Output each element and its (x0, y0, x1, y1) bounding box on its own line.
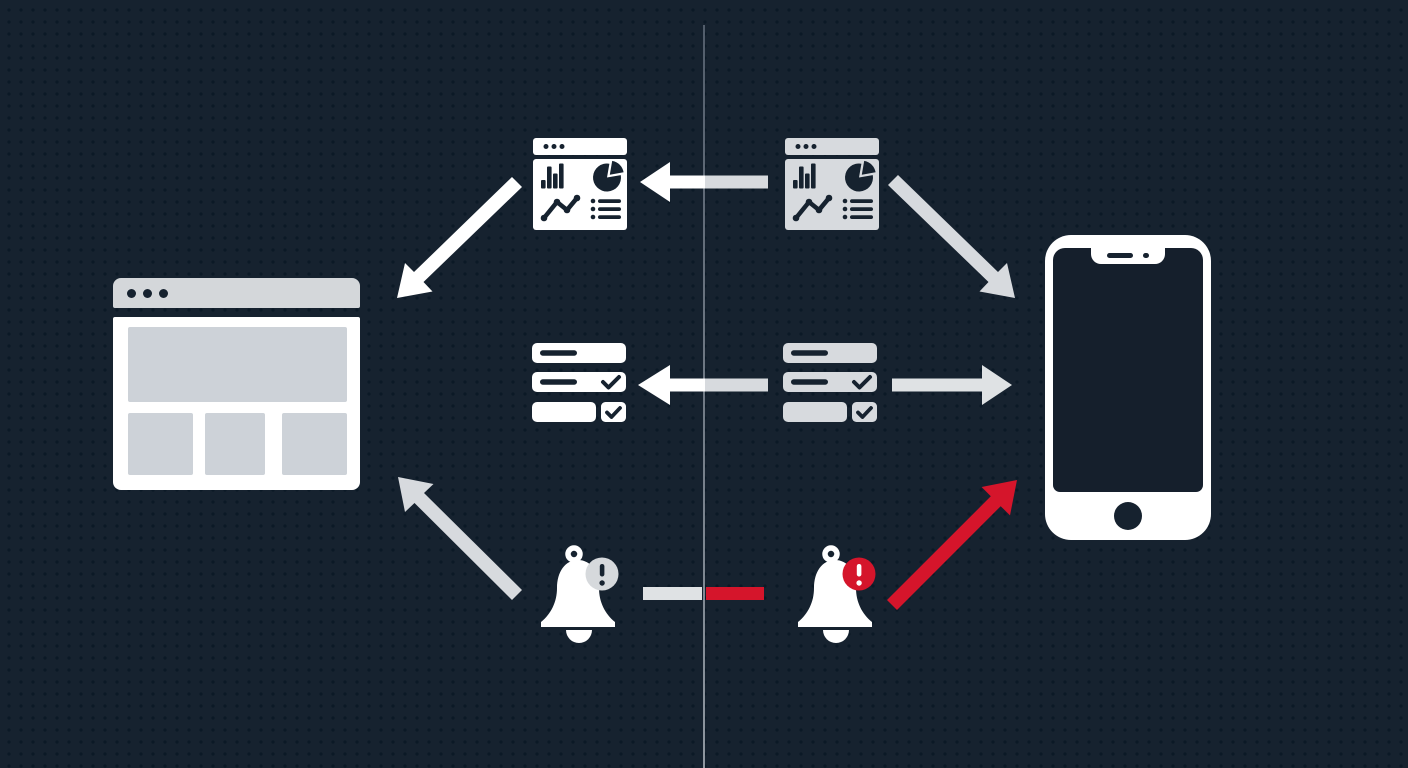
exclamation-icon (856, 564, 862, 586)
task-row (532, 372, 626, 392)
checkmark-icon (601, 375, 621, 390)
bell-clapper (823, 630, 849, 643)
task-text-line (540, 350, 577, 356)
smartphone-icon (1045, 235, 1211, 540)
bell-connector-red-segment (706, 587, 764, 600)
content-block-small (128, 413, 193, 475)
task-text-line (791, 379, 828, 385)
bar-chart-icon (541, 163, 564, 189)
analytics-dashboard-icon (785, 138, 879, 230)
line-chart-icon (792, 194, 833, 222)
window-dots-icon (795, 144, 817, 149)
checkbox (601, 402, 626, 422)
dashboard-header (785, 138, 879, 155)
home-button-icon (1114, 502, 1142, 530)
browser-titlebar (113, 278, 360, 308)
arrow-tasklists-shaft-left (666, 378, 707, 392)
arrow-bell-to-phone (887, 480, 1017, 610)
camera-icon (1143, 252, 1149, 258)
task-row (783, 372, 877, 392)
arrow-dashboards-shaft-right (705, 175, 768, 189)
arrow-tasklist-to-phone-head (982, 365, 1012, 405)
phone-notch (1091, 248, 1165, 264)
line-chart-icon (540, 194, 581, 222)
window-dot-icon (159, 288, 168, 298)
analytics-dashboard-icon (533, 138, 627, 230)
arrow-dashboards-shaft-left (666, 175, 707, 189)
window-dot-icon (143, 288, 152, 298)
notification-bell-icon (798, 545, 876, 643)
window-dots-icon (543, 144, 565, 149)
task-text-line (791, 350, 828, 356)
arrow-tasklists-head (638, 365, 670, 405)
exclamation-icon (599, 564, 605, 586)
checkmark-icon (852, 375, 872, 390)
arrow-dashboard-to-phone (888, 175, 1015, 298)
checkmark-icon (856, 406, 873, 419)
pie-chart-icon (845, 160, 876, 192)
list-icon (590, 198, 621, 220)
task-row (783, 402, 847, 422)
content-block-small (282, 413, 347, 475)
task-checklist-icon (783, 343, 877, 422)
browser-content-area (113, 317, 360, 490)
task-text-line (540, 379, 577, 385)
checkmark-icon (605, 406, 622, 419)
arrow-bell-to-browser (398, 477, 522, 600)
list-icon (842, 198, 873, 220)
center-divider-line (703, 25, 705, 768)
arrow-dashboard-to-browser (397, 177, 522, 298)
content-block-small (205, 413, 265, 475)
arrow-dashboards-head (640, 162, 670, 202)
task-row (532, 402, 596, 422)
bar-chart-icon (793, 163, 816, 189)
arrow-tasklist-to-phone-shaft (892, 378, 984, 392)
bell-clapper (566, 630, 592, 643)
pie-chart-icon (593, 160, 624, 192)
task-row (783, 343, 877, 363)
arrow-tasklists-shaft-right (705, 378, 768, 392)
browser-window-icon (113, 278, 360, 490)
task-checklist-icon (532, 343, 626, 422)
phone-screen (1053, 248, 1203, 492)
task-row (532, 343, 626, 363)
speaker-icon (1107, 253, 1133, 258)
content-block-large (128, 327, 347, 402)
bell-ring (822, 545, 840, 563)
bell-connector-gray-segment (643, 587, 702, 600)
window-dot-icon (127, 288, 136, 298)
checkbox (852, 402, 877, 422)
notification-bell-icon (541, 545, 619, 643)
dashboard-header (533, 138, 627, 155)
bell-ring (565, 545, 583, 563)
